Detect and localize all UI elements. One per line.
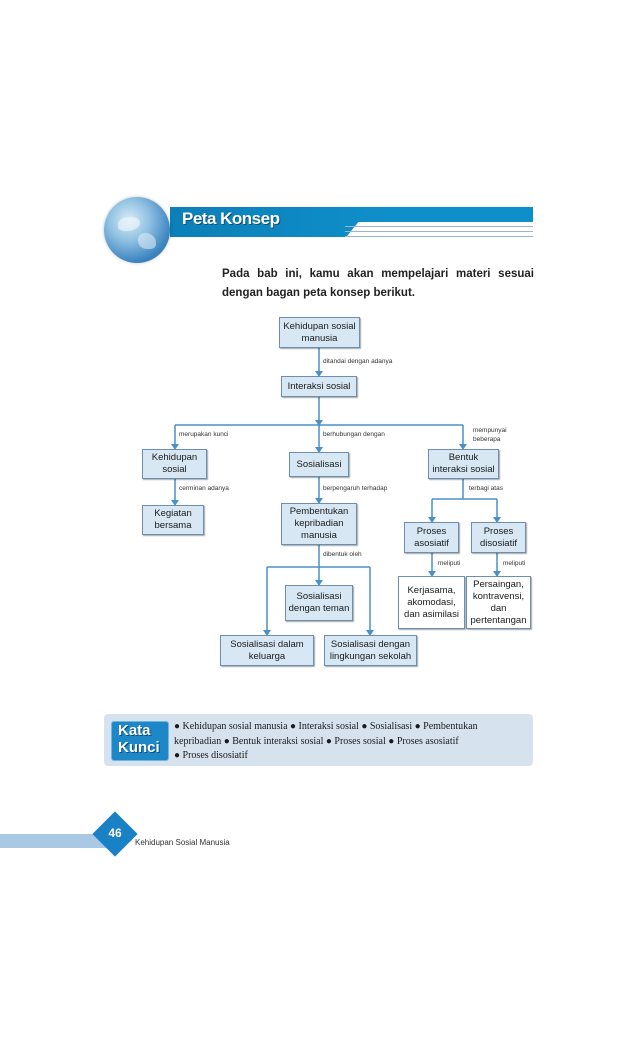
globe-icon bbox=[104, 197, 170, 263]
header-rule-lines bbox=[345, 226, 533, 244]
node-pembentukan-kepribadian: Pembentukan kepribadian manusia bbox=[281, 503, 357, 545]
kata-kunci-line1: ● Kehidupan sosial manusia ● Interaksi s… bbox=[174, 721, 478, 732]
node-sosialisasi-dengan-teman: Sosialisasi dengan teman bbox=[285, 585, 353, 621]
footer-band bbox=[0, 834, 118, 848]
kata-kunci-line2: kepribadian ● Bentuk interaksi sosial ● … bbox=[174, 735, 459, 747]
page-number: 46 bbox=[108, 826, 122, 840]
label-merupakan-kunci: merupakan kunci bbox=[179, 431, 229, 438]
node-kehidupan-sosial: Kehidupan sosial bbox=[142, 449, 207, 479]
node-proses-asosiatif: Proses asosiatif bbox=[404, 522, 459, 553]
kata-kunci-badge bbox=[111, 721, 169, 761]
label-cerminan: cerminan adanya bbox=[179, 485, 229, 492]
intro-paragraph: Pada bab ini, kamu akan mempelajari mate… bbox=[222, 268, 534, 299]
node-kegiatan-bersama: Kegiatan bersama bbox=[142, 505, 204, 535]
node-persaingan-kontravensi-pertentangan: Persaingan, kontravensi, dan pertentanga… bbox=[466, 576, 531, 629]
label-berhubungan: berhubungan dengan bbox=[323, 431, 385, 438]
node-sosialisasi: Sosialisasi bbox=[289, 452, 349, 477]
label-terbagi: terbagi atas bbox=[469, 485, 503, 492]
header-wedge bbox=[346, 222, 533, 237]
label-ditandai: ditandai dengan adanya bbox=[323, 358, 393, 365]
kata-kunci-word1: Kata bbox=[118, 722, 151, 739]
label-dibentuk: dibentuk oleh bbox=[323, 551, 362, 558]
label-berpengaruh: berpengaruh terhadap bbox=[323, 485, 388, 492]
kata-kunci-word2: Kunci bbox=[118, 739, 160, 756]
kata-kunci-panel bbox=[104, 714, 533, 766]
book-title: Kehidupan Sosial Manusia bbox=[135, 838, 230, 847]
label-mempunyai: mempunyai beberapa bbox=[473, 427, 507, 443]
section-title: Peta Konsep bbox=[182, 209, 280, 228]
node-bentuk-interaksi-sosial: Bentuk interaksi sosial bbox=[428, 449, 499, 479]
node-sosialisasi-lingkungan-sekolah: Sosialisasi dengan lingkungan sekolah bbox=[324, 635, 417, 666]
node-proses-disosiatif: Proses disosiatif bbox=[471, 522, 526, 553]
label-meliputi-disosiatif: meliputi bbox=[503, 560, 526, 567]
kata-kunci-line3: ● Proses disosiatif bbox=[174, 750, 248, 761]
kata-kunci-list: ● Kehidupan sosial manusia ● Interaksi s… bbox=[174, 720, 532, 764]
node-interaksi-sosial: Interaksi sosial bbox=[281, 376, 357, 397]
node-sosialisasi-dalam-keluarga: Sosialisasi dalam keluarga bbox=[220, 635, 314, 666]
node-kehidupan-sosial-manusia: Kehidupan sosial manusia bbox=[279, 317, 360, 348]
node-kerjasama-akomodasi-asimilasi: Kerjasama, akomodasi, dan asimilasi bbox=[398, 576, 465, 629]
label-meliputi-asosiatif: meliputi bbox=[438, 560, 461, 567]
